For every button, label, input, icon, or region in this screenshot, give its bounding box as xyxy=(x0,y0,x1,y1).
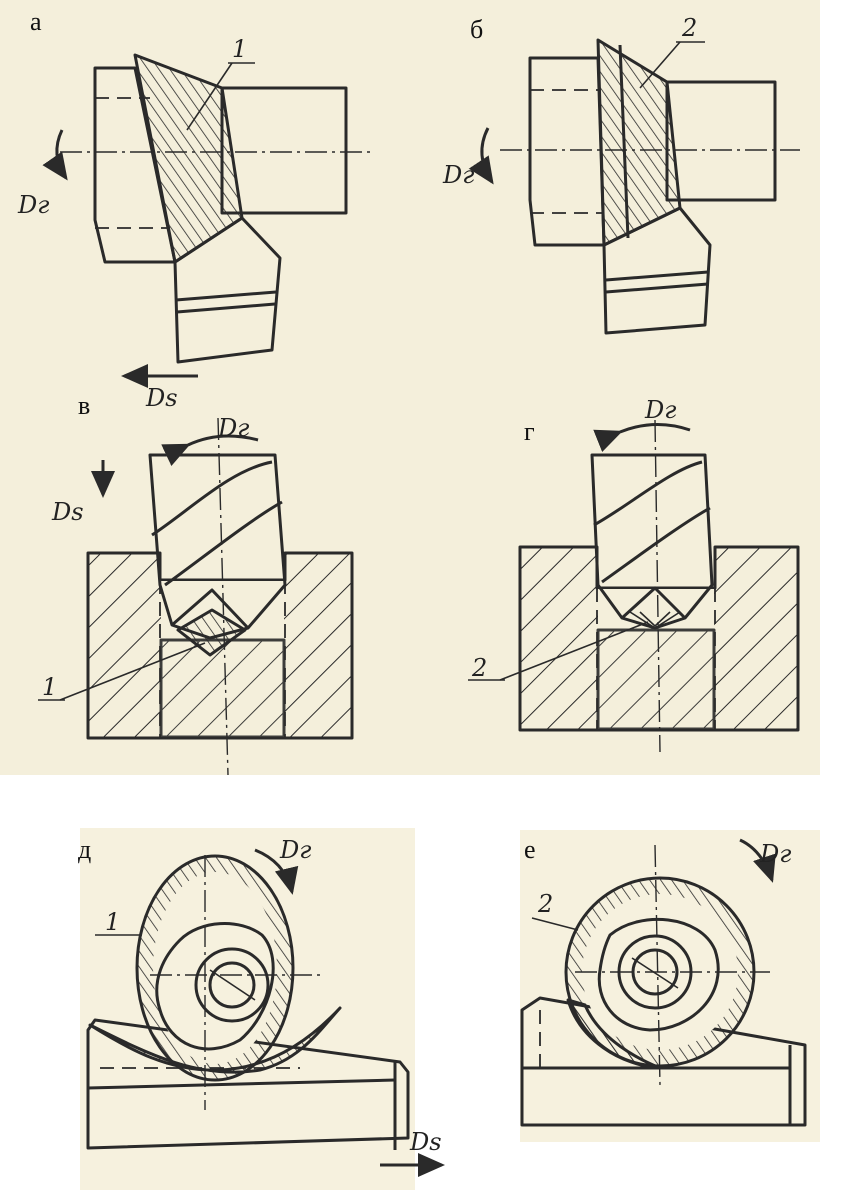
marker-a: 1 xyxy=(232,35,247,63)
workpiece-a-step xyxy=(220,86,348,215)
marker-b: 2 xyxy=(681,14,697,42)
panel-e: е 2 Dг xyxy=(520,835,807,1127)
cut-zone-a xyxy=(133,53,244,264)
motion-label-b: Dг xyxy=(442,161,474,189)
axis-g xyxy=(654,419,661,753)
motion-label-e: Dг xyxy=(759,840,791,868)
cutting-tool-a xyxy=(173,216,282,364)
rotation-arrow-a xyxy=(42,129,68,181)
panel-v: в 1 Dг Ds xyxy=(38,391,354,776)
workpiece-bar-d xyxy=(86,1018,410,1150)
rotation-arrow-b xyxy=(468,127,494,185)
panel-d-letter: д xyxy=(78,835,91,864)
axis-v xyxy=(217,417,229,776)
workpiece-a xyxy=(93,66,177,264)
motion-label-d: Dг xyxy=(279,836,311,864)
cut-zone-v xyxy=(176,608,247,657)
workpiece-b xyxy=(528,56,606,247)
feed-label-v: Ds xyxy=(51,498,84,526)
hole-wall-g xyxy=(596,628,716,731)
chip-d xyxy=(88,1006,342,1074)
rotation-arrow-e xyxy=(739,838,776,883)
panel-d: д 1 Dг Ds xyxy=(78,835,445,1177)
feed-label-a: Ds xyxy=(145,384,178,412)
workpiece-bar-e xyxy=(520,996,807,1127)
motion-label-v: Dг xyxy=(217,414,249,442)
marker-g: 2 xyxy=(471,654,487,682)
cutter-bore-d xyxy=(194,947,270,1023)
marker-v: 1 xyxy=(42,673,57,701)
marker-e: 2 xyxy=(537,890,553,918)
drill-g xyxy=(590,453,714,630)
panel-g: г 2 Dг xyxy=(468,396,800,753)
panel-a: а 1 Dг Ds xyxy=(17,7,372,412)
workpiece-b-step xyxy=(665,80,777,202)
rotation-arrow-d xyxy=(254,848,299,895)
panel-b: б 2 Dг xyxy=(442,14,800,335)
marker-d: 1 xyxy=(105,908,120,936)
hole-wall-v xyxy=(159,638,286,739)
panel-g-letter: г xyxy=(524,417,535,446)
feed-label-d: Ds xyxy=(409,1128,442,1156)
motion-label-a: Dг xyxy=(17,191,49,219)
panel-e-letter: е xyxy=(524,835,536,864)
panel-v-letter: в xyxy=(78,391,90,420)
motion-label-g: Dг xyxy=(644,396,676,424)
panel-b-letter: б xyxy=(470,15,483,44)
panel-a-letter: а xyxy=(30,7,42,36)
